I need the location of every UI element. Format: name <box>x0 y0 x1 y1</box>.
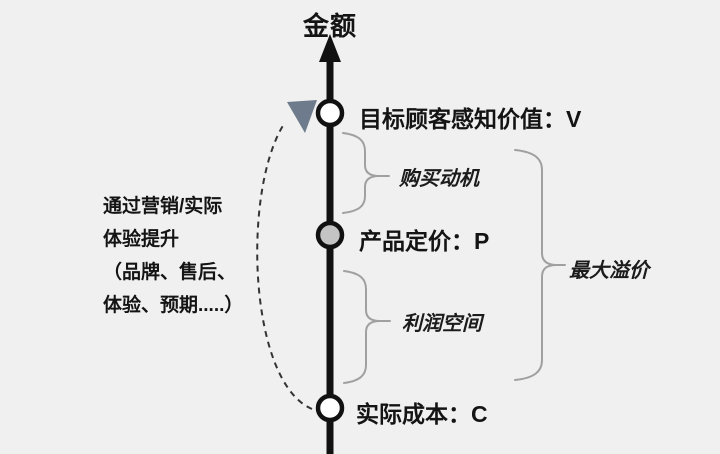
point-label-c: 实际成本：C <box>356 401 488 427</box>
annotation-line-4: 体验、预期.....） <box>103 295 244 316</box>
point-v-marker <box>315 98 345 128</box>
annotation-line-1: 通过营销/实际 <box>103 196 223 217</box>
point-p-marker <box>315 220 345 250</box>
brace-profit-margin <box>343 270 391 384</box>
brace-max-premium <box>514 149 566 381</box>
axis-arrow-up-icon <box>319 34 341 62</box>
axis-title: 金额 <box>303 11 358 41</box>
dashed-curve-c-to-v <box>256 123 313 410</box>
point-label-p: 产品定价：P <box>359 228 490 254</box>
brace-label-purchase-motivation: 购买动机 <box>399 168 479 190</box>
marketing-annotation: 通过营销/实际 体验提升 （品牌、售后、 体验、预期.....） <box>103 190 243 322</box>
point-label-v: 目标顾客感知价值：V <box>359 106 582 132</box>
curve-arrowhead-icon <box>287 100 317 133</box>
brace-label-max-premium: 最大溢价 <box>569 260 649 282</box>
annotation-line-2: 体验提升 <box>103 229 180 250</box>
point-c-marker <box>315 393 345 423</box>
annotation-line-3: （品牌、售后、 <box>103 262 237 283</box>
brace-label-profit-margin: 利润空间 <box>402 313 482 335</box>
brace-purchase-motivation <box>342 132 390 214</box>
